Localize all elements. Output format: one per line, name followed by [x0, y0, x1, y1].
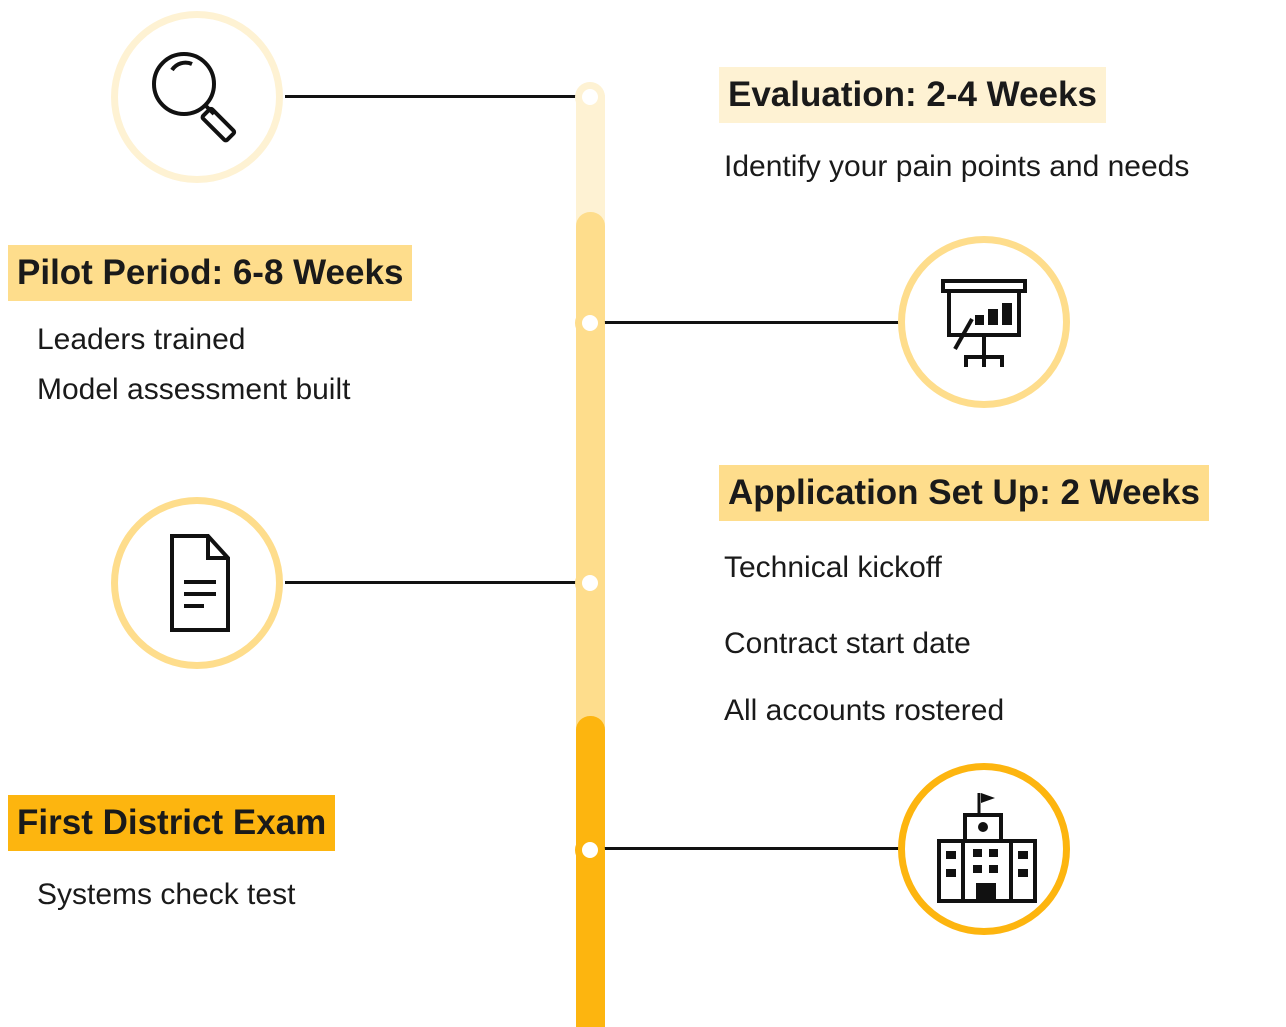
stage-title-exam: First District Exam	[8, 795, 336, 851]
stage-item: Technical kickoff	[724, 551, 942, 584]
timeline-segment-evaluation	[576, 95, 605, 225]
stage-item: Model assessment built	[37, 373, 351, 406]
timeline-node-pilot	[575, 308, 605, 338]
connector-evaluation	[285, 95, 577, 98]
stage-title-pilot: Pilot Period: 6-8 Weeks	[8, 245, 413, 301]
timeline-segment-exam	[576, 716, 605, 1027]
stage-item: Contract start date	[724, 627, 971, 660]
stage-item: Leaders trained	[37, 323, 246, 356]
connector-application	[285, 581, 577, 584]
stage-title-evaluation: Evaluation: 2-4 Weeks	[719, 67, 1106, 123]
evaluation-icon-circle	[111, 11, 283, 183]
magnifying-glass-icon	[152, 52, 237, 143]
timeline-node-application	[575, 568, 605, 598]
exam-icon-circle	[898, 763, 1070, 935]
stage-title-application: Application Set Up: 2 Weeks	[719, 465, 1209, 521]
connector-exam	[603, 847, 901, 850]
stage-item: All accounts rostered	[724, 694, 1005, 727]
connector-pilot	[603, 321, 901, 324]
pilot-icon-circle	[898, 236, 1070, 408]
timeline-node-exam	[575, 835, 605, 865]
presentation-board-icon	[941, 279, 1027, 367]
stage-item: Identify your pain points and needs	[724, 150, 1190, 183]
timeline-node-evaluation	[575, 82, 605, 112]
stage-item: Systems check test	[37, 878, 296, 911]
document-icon	[170, 534, 230, 632]
timeline-segment-pilot	[576, 212, 605, 732]
application-icon-circle	[111, 497, 283, 669]
school-building-icon	[937, 793, 1037, 903]
